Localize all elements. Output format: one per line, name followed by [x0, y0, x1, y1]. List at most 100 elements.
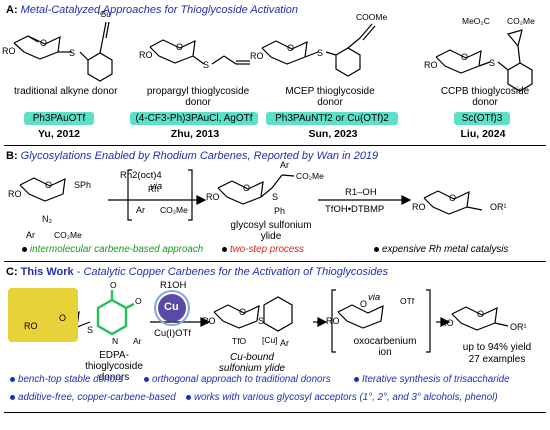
note-two-step: two-step process — [222, 244, 304, 255]
via-label-c: via — [368, 292, 381, 303]
svg-text:S: S — [203, 60, 209, 70]
svg-text:Rh: Rh — [148, 184, 159, 194]
section-b-title: Glycosylations Enabled by Rhodium Carben… — [20, 150, 379, 162]
donor-2-author: Zhu, 2013 — [170, 128, 220, 140]
svg-text:O: O — [449, 193, 456, 203]
rh-catalyst: Rh2(oct)4 — [120, 170, 162, 181]
svg-text:O: O — [477, 309, 484, 319]
divider-bottom — [4, 412, 546, 413]
svg-text:TfO: TfO — [232, 336, 247, 346]
feature-stable: bench-top stable donors — [10, 374, 123, 385]
structure-alkyne-donor — [13, 21, 113, 82]
svg-text:RO: RO — [326, 316, 340, 326]
svg-text:[Cu]: [Cu] — [262, 335, 278, 345]
donor-4-conditions: Sc(OTf)3 — [454, 112, 510, 125]
svg-text:O: O — [110, 280, 117, 290]
section-c-letter: C: — [6, 266, 18, 278]
svg-text:RO: RO — [24, 321, 38, 331]
divider-b-c — [4, 261, 546, 262]
structure-oxocarbenium — [337, 304, 384, 329]
cu-center-label: Cu — [164, 301, 179, 313]
svg-text:COOMe: COOMe — [356, 12, 387, 22]
feature-acceptors: works with various glycosyl acceptors (1… — [186, 392, 498, 403]
donor-photo — [8, 288, 78, 342]
structure-mcep-donor — [261, 23, 376, 77]
section-a-letter: A: — [6, 4, 18, 16]
svg-text:S: S — [272, 192, 278, 202]
svg-text:CO₂Me: CO₂Me — [296, 171, 324, 181]
svg-text:RO: RO — [2, 46, 16, 56]
note-intermolecular: intermolecular carbene-based approach — [22, 244, 203, 255]
svg-text:O: O — [243, 183, 250, 193]
yield-line: up to 94% yield — [462, 342, 532, 353]
svg-text:O: O — [461, 52, 468, 62]
section-c-title: - Catalytic Copper Carbenes for the Acti… — [76, 266, 389, 278]
svg-text:RO: RO — [412, 202, 426, 212]
divider-a-b — [4, 145, 546, 146]
edpa-donor-label: EDPA-thioglycoside donors — [85, 350, 143, 383]
donor-1-label: traditional alkyne donor — [14, 86, 118, 97]
donor-4-label: CCPB thioglycoside donor — [440, 86, 530, 108]
structure-sulfonium-ylide — [217, 174, 295, 205]
svg-text:O: O — [45, 180, 52, 190]
feature-additive-free: additive-free, copper-carbene-based — [10, 392, 176, 403]
svg-text:O: O — [287, 43, 294, 53]
svg-text:S: S — [69, 48, 75, 58]
section-c-title-bold: This Work — [20, 266, 74, 278]
svg-text:RO: RO — [440, 318, 454, 328]
svg-text:CO₂Me: CO₂Me — [507, 16, 535, 26]
donor-2-conditions: (4-CF3-Ph)3PAuCl, AgOTf — [130, 112, 258, 125]
svg-text:CO₂Me: CO₂Me — [160, 205, 188, 215]
svg-text:O: O — [59, 313, 66, 323]
cu-catalyst-icon — [158, 294, 186, 322]
reagent-alcohol: R1–OH — [345, 187, 377, 198]
svg-text:O: O — [40, 38, 47, 48]
svg-text:RO: RO — [139, 50, 153, 60]
donor-2-label: propargyl thioglycoside donor — [146, 86, 250, 108]
donor-3-label: MCEP thioglycoside donor — [285, 86, 375, 108]
svg-text:S: S — [317, 48, 323, 58]
cu-reagent-alcohol: R1OH — [160, 280, 187, 291]
svg-text:O: O — [135, 296, 142, 306]
ylide-label-b: glycosyl sulfonium ylide — [230, 220, 312, 242]
svg-text:OTf: OTf — [400, 296, 415, 306]
structure-ccpb-donor — [435, 29, 533, 92]
section-a-title: Metal-Catalyzed Approaches for Thioglyco… — [20, 4, 299, 16]
section-c-header: C: This Work - Catalytic Copper Carbenes… — [6, 266, 388, 278]
feature-orthogonal: orthogonal approach to traditional donor… — [144, 374, 331, 385]
svg-text:O: O — [239, 307, 246, 317]
svg-text:OR¹: OR¹ — [510, 322, 527, 332]
svg-text:RO: RO — [250, 51, 264, 61]
donor-1-author: Yu, 2012 — [37, 128, 81, 140]
svg-text:MeO₂C: MeO₂C — [462, 16, 490, 26]
donor-4-author: Liu, 2024 — [460, 128, 506, 140]
donor-1-conditions: Ph3PAuOTf — [24, 112, 94, 125]
svg-text:O: O — [360, 299, 367, 309]
section-b-letter: B: — [6, 150, 18, 162]
svg-text:CO₂Me: CO₂Me — [54, 230, 82, 240]
reagent-acid: TfOH•DTBMP — [325, 204, 385, 215]
svg-text:Ar: Ar — [280, 338, 289, 348]
examples-line: 27 examples — [468, 354, 526, 365]
cu-reagent-salt: Cu(I)OTf — [154, 328, 191, 339]
structure-glycoside-product — [423, 190, 483, 215]
section-a-header: A: Metal-Catalyzed Approaches for Thiogl… — [6, 4, 298, 16]
svg-text:S: S — [87, 325, 93, 335]
svg-text:RO: RO — [202, 316, 216, 326]
structure-propargyl-donor — [149, 39, 250, 65]
structure-cu-ylide — [213, 296, 293, 332]
donor-3-conditions: Ph3PAuNTf2 or Cu(OTf)2 — [266, 112, 398, 125]
cu-ylide-label: Cu-bound sulfonium ylide — [218, 352, 286, 374]
svg-text:O: O — [176, 42, 183, 52]
svg-text:ⁿBu: ⁿBu — [98, 10, 111, 19]
svg-text:S: S — [258, 316, 264, 326]
note-rh-cost: expensive Rh metal catalysis — [374, 244, 508, 255]
svg-text:RO: RO — [206, 192, 220, 202]
svg-text:N: N — [112, 336, 118, 346]
svg-text:S: S — [489, 58, 495, 68]
svg-text:Ar: Ar — [136, 205, 145, 215]
oxocarbenium-label: oxocarbenium ion — [353, 336, 417, 358]
structure-thiophenyl-donor — [19, 177, 66, 202]
section-b-header: B: Glycosylations Enabled by Rhodium Car… — [6, 150, 378, 162]
